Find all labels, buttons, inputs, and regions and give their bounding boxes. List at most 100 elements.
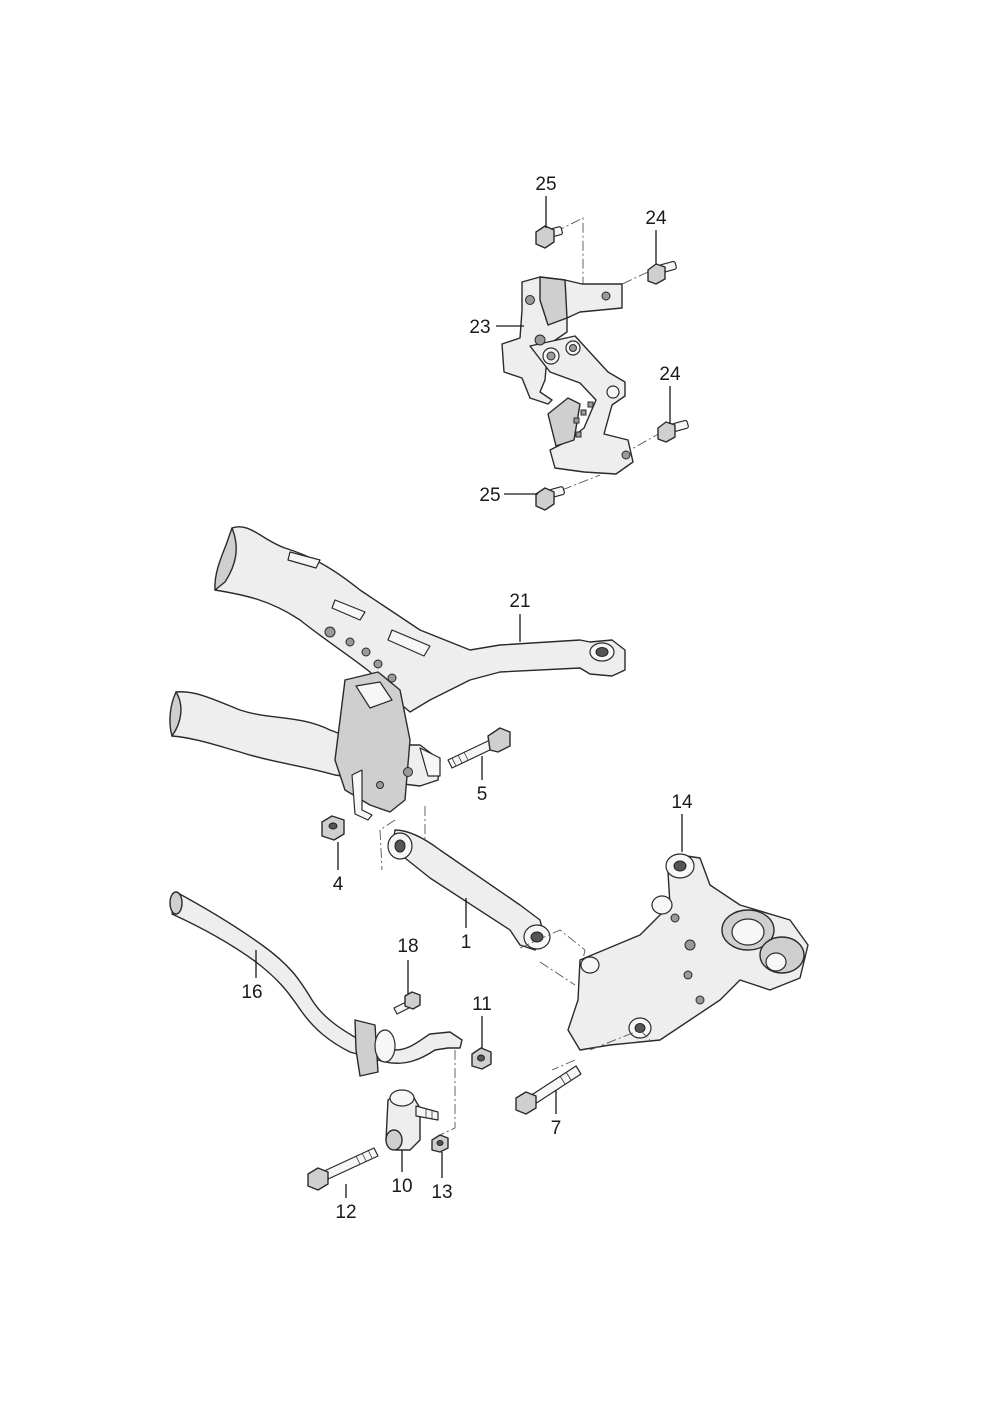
bolt-head: [307, 1167, 329, 1191]
alignment-line: [629, 431, 663, 451]
coupling-rod-stud: [415, 1105, 439, 1121]
nut-hole: [477, 1054, 485, 1062]
part-label-7: 7: [551, 1118, 562, 1139]
part-label-14: 14: [671, 792, 693, 813]
coupling-rod-10: [385, 1089, 439, 1151]
bolt-25-top: [535, 225, 563, 249]
sensor-arm: [529, 335, 634, 475]
bolt-head: [487, 727, 511, 753]
bracket-hole: [534, 334, 546, 346]
slot-hole: [573, 417, 580, 424]
part-label-4: 4: [333, 874, 344, 895]
coupling-rod-bushing: [385, 1129, 403, 1151]
slot-hole: [587, 401, 594, 408]
thread-mark: [451, 757, 457, 767]
carrier-hole: [683, 970, 693, 980]
subframe-hole: [361, 647, 371, 657]
stabilizer-bushing: [374, 1029, 396, 1063]
carrier-upper-hole: [673, 860, 687, 872]
carrier-hole: [695, 995, 705, 1005]
bolt-12: [307, 1147, 379, 1191]
thread-mark: [559, 1075, 566, 1085]
pivot-bushing: [606, 385, 620, 399]
part-label-25-bottom: 25: [479, 485, 500, 506]
part-label-18: 18: [397, 936, 418, 957]
stabilizer-bar: [171, 891, 463, 1064]
part-label-25-top: 25: [535, 174, 556, 195]
part-label-23: 23: [469, 317, 490, 338]
link-eye-hole: [530, 931, 544, 943]
bracket-hole: [525, 295, 535, 305]
part-label-11: 11: [472, 994, 492, 1015]
bracket-window: [355, 681, 393, 709]
part-label-24-bottom: 24: [659, 364, 681, 385]
stabilizer-bar-16: [169, 891, 463, 1077]
alignment-line: [551, 1029, 651, 1071]
thread-mark: [355, 1155, 361, 1165]
alignment-line: [554, 217, 584, 285]
part-label-10: 10: [391, 1176, 412, 1197]
member-end-cap: [419, 747, 441, 777]
carrier-hub-face: [731, 918, 765, 946]
subframe-hole: [403, 767, 413, 777]
alignment-line: [561, 474, 601, 491]
subframe-mount-hole: [595, 647, 609, 657]
subframe-slot: [387, 629, 431, 657]
carrier-rear-face: [765, 952, 787, 972]
bracket-flange: [539, 276, 568, 326]
part-labels: 25 24 23 24 25 21 5 4 14 1 16 18 11 7 10…: [241, 174, 693, 1223]
wheel-carrier-14: [567, 853, 809, 1051]
bracket-assembly: [501, 217, 689, 511]
bolt-18: [393, 991, 421, 1015]
thread-mark: [565, 1071, 572, 1081]
bolt-7: [515, 1065, 582, 1115]
link-eye-hole: [394, 839, 406, 853]
bolt-head: [647, 263, 666, 285]
carrier-hole: [670, 913, 680, 923]
slot-hole: [575, 431, 582, 438]
bolt-head: [535, 225, 555, 249]
level-sensor-bracket: [501, 276, 634, 475]
bracket-plate: [501, 276, 623, 405]
subframe-slot: [287, 551, 321, 569]
subframe-end-cut: [214, 527, 237, 591]
pivot-hole: [546, 351, 556, 361]
bolt-head: [535, 487, 555, 511]
carrier-mount-boss: [651, 895, 673, 915]
subframe-upper-crossmember: [214, 526, 626, 713]
part-label-24-top: 24: [645, 208, 667, 229]
part-label-21: 21: [509, 591, 530, 612]
bracket-hole: [601, 291, 611, 301]
subframe-lower-end-cut: [169, 691, 182, 737]
link-arm: [391, 829, 546, 951]
alignment-line: [519, 929, 586, 986]
part-label-1: 1: [461, 932, 472, 953]
bolt-head: [657, 421, 676, 443]
nut-hole: [436, 1140, 444, 1146]
nut-13: [431, 1134, 449, 1153]
link-1: [387, 829, 551, 951]
part-label-16: 16: [241, 982, 262, 1003]
nut-4: [321, 815, 345, 841]
subframe-hole: [324, 626, 336, 638]
carrier-lower-hole: [634, 1023, 646, 1033]
stabilizer-clamp: [354, 1019, 379, 1077]
part-label-5: 5: [477, 784, 488, 805]
nut-11: [471, 1047, 492, 1070]
leader-lines: [255, 196, 683, 1198]
subframe: [169, 526, 626, 821]
bracket-hole: [621, 450, 631, 460]
subframe-slot: [331, 599, 366, 621]
bolt-24-top: [647, 260, 677, 285]
carrier-link-boss: [580, 956, 600, 974]
nut-hole: [328, 822, 338, 830]
bolt-24-bottom: [657, 419, 689, 443]
part-label-12: 12: [335, 1202, 356, 1223]
stabilizer-bar-end: [169, 891, 183, 915]
pivot-hole: [569, 344, 577, 352]
bolt-head: [515, 1091, 537, 1115]
bolt-head: [404, 991, 421, 1010]
subframe-hole: [387, 673, 397, 683]
